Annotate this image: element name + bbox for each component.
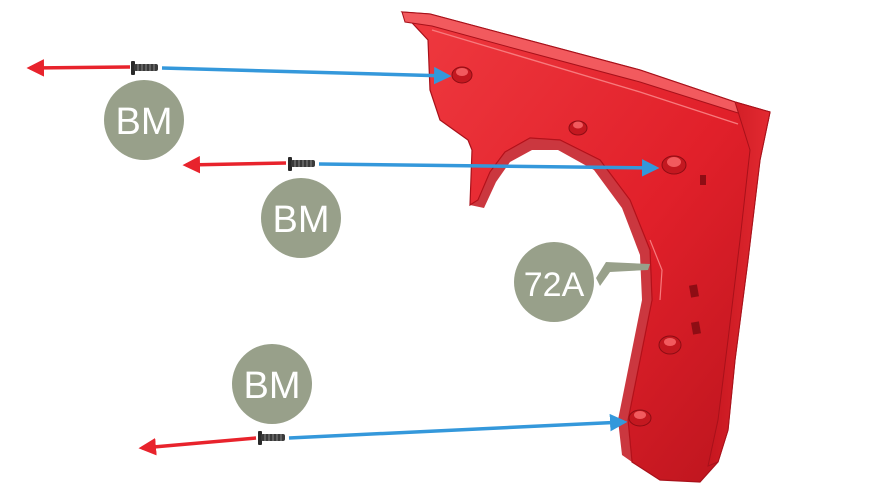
blue-fitting-arrow-icon [318,159,660,177]
mounting-boss [628,409,652,427]
mounting-boss [568,120,588,136]
callout-label: 72A [524,266,585,304]
blue-fitting-arrow-icon [288,413,628,440]
mounting-boss [661,155,687,175]
screw-icon [131,61,158,75]
callout-label: BM [116,101,173,143]
mounting-boss [658,335,682,355]
red-removal-arrow-icon [138,436,257,456]
callout-bm-1: BM [104,80,184,160]
callout-label: BM [273,199,330,241]
screw-icon [288,157,315,171]
blue-fitting-arrow-icon [161,66,452,85]
screw-icon [258,431,285,445]
callout-bm-3: BM [232,344,312,424]
red-removal-arrow-icon [182,155,287,174]
callout-pointer-icon [596,262,650,286]
callout-72a: 72A [514,242,594,322]
front-fender-part-illustration [400,11,771,483]
callout-label: BM [244,365,301,407]
mounting-boss [451,66,473,84]
red-removal-arrow-icon [26,59,131,77]
callout-bm-2: BM [261,178,341,258]
